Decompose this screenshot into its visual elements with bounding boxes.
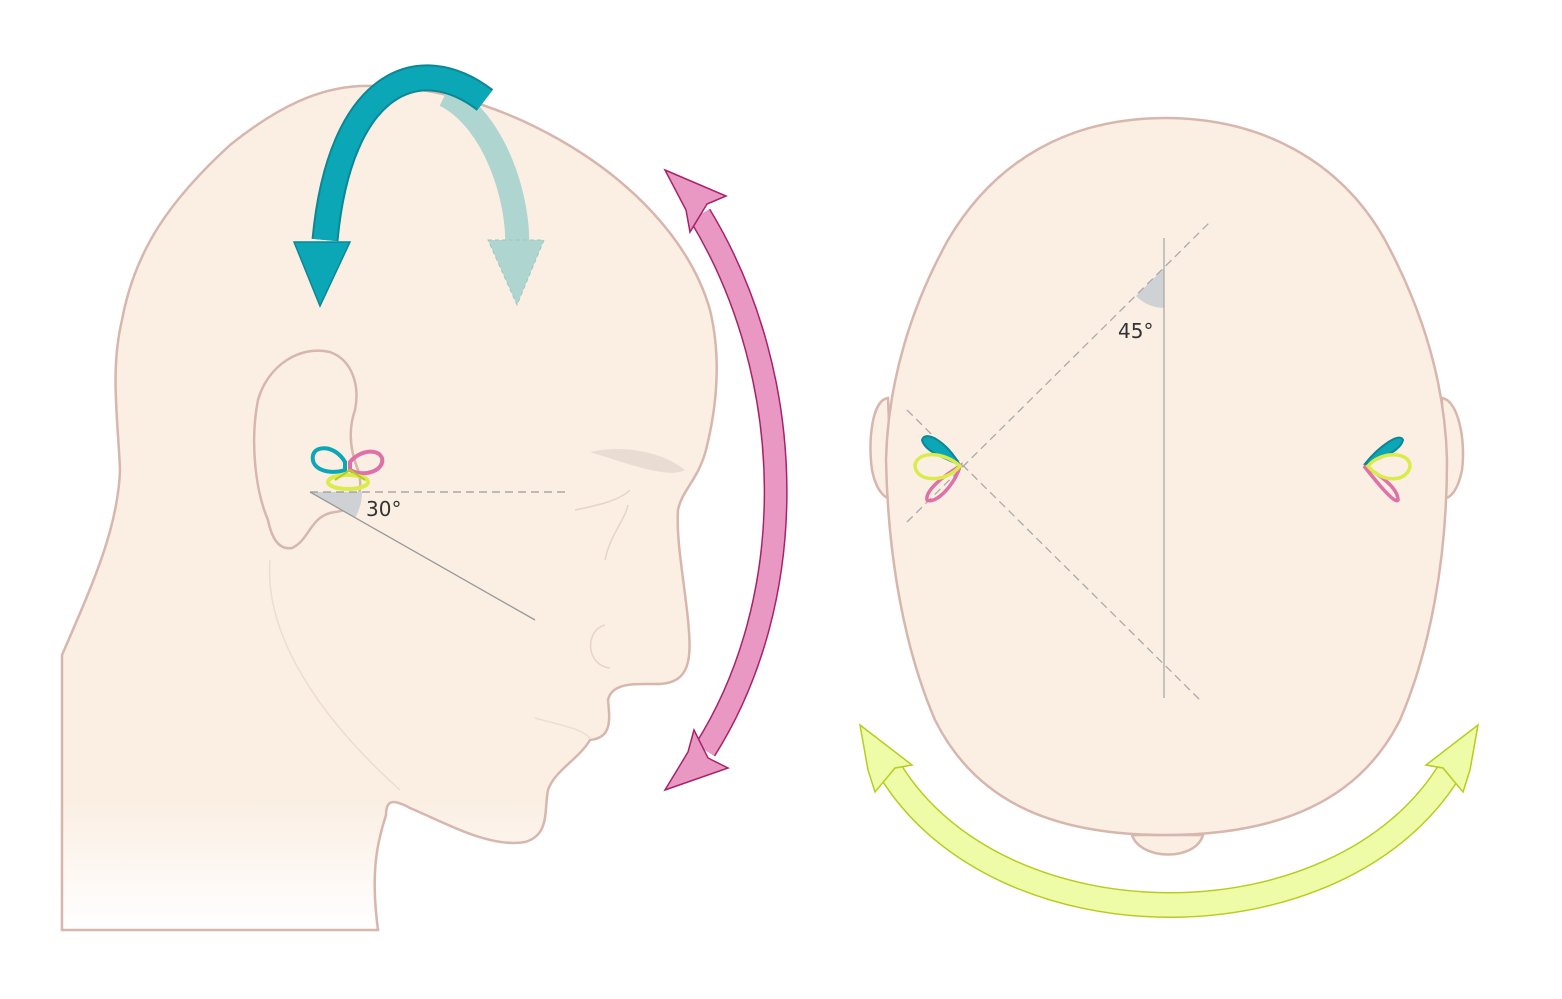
tilted-line xyxy=(309,491,536,621)
pitch-double-arrow xyxy=(663,168,788,792)
top-left-canals xyxy=(913,435,963,503)
nostril-line xyxy=(589,624,611,669)
top-angle-label: 45° xyxy=(1118,319,1153,343)
angle-wedge xyxy=(310,492,362,518)
side-angle-label: 30° xyxy=(366,497,401,521)
angle-wedge xyxy=(1136,268,1164,308)
top-view-head xyxy=(869,116,1465,856)
top-right-canals xyxy=(1362,436,1412,503)
pitch-arrow-faded xyxy=(438,84,545,307)
top-nose xyxy=(1130,833,1205,856)
pitch-arrow xyxy=(292,64,494,308)
cheek-line xyxy=(574,489,631,561)
side-semicircular-canals xyxy=(310,446,385,491)
side-head-outline xyxy=(60,84,718,932)
eyebrow xyxy=(590,449,685,473)
top-head-outline xyxy=(884,116,1449,837)
jaw-line xyxy=(268,559,591,791)
yaw-double-arrow xyxy=(858,723,1480,918)
side-angle-indicator: 30° xyxy=(309,491,570,621)
